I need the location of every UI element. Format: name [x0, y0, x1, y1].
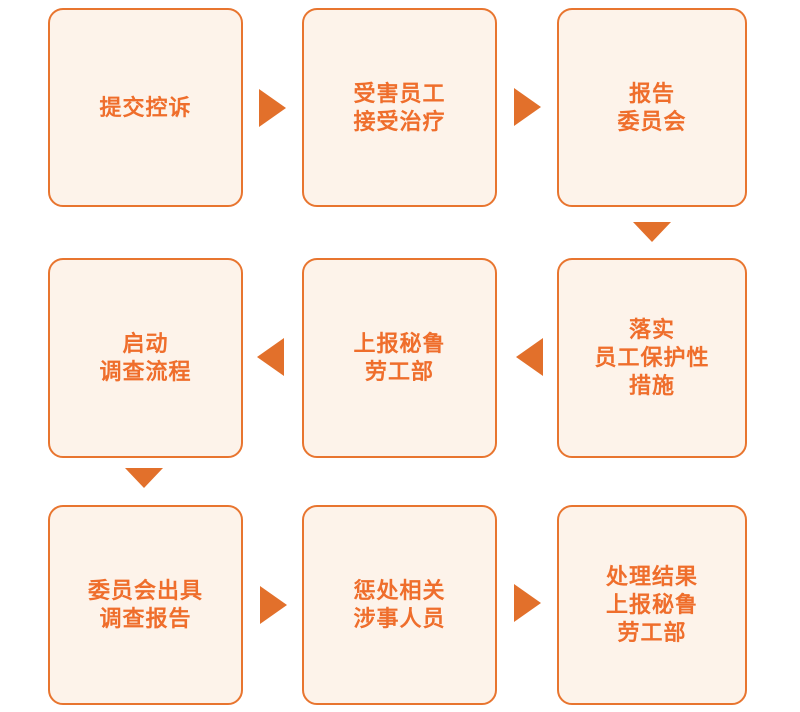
flow-step-label-line: 调查报告 [99, 606, 192, 631]
flow-step-label-line: 受害员工 [353, 80, 446, 106]
flow-step-7-investigation-report: 委员会出具 调查报告 [48, 505, 243, 705]
flow-step-9-results-labor-ministry: 处理结果 上报秘鲁 劳工部 [557, 505, 747, 705]
arrow-left-icon [257, 338, 284, 376]
flow-step-3-report-committee: 报告 委员会 [557, 8, 747, 207]
flow-step-label-line: 委员会 [617, 108, 687, 134]
flow-step-4-protective-measures: 落实 员工保护性 措施 [557, 258, 747, 458]
flow-step-label-line: 惩处相关 [353, 578, 446, 603]
flow-step-5-report-labor-ministry: 上报秘鲁 劳工部 [302, 258, 497, 458]
flow-step-6-start-investigation: 启动 调查流程 [48, 258, 243, 458]
flow-step-label-line: 劳工部 [364, 359, 434, 384]
flow-step-label-line: 接受治疗 [353, 108, 446, 134]
flow-step-label-line: 措施 [628, 373, 675, 398]
flow-step-label-line: 劳工部 [617, 620, 687, 645]
flow-step-label-line: 员工保护性 [594, 345, 710, 370]
flow-step-label-line: 涉事人员 [353, 606, 446, 631]
flow-step-label-line: 启动 [122, 331, 169, 356]
arrow-down-icon [633, 222, 671, 242]
arrow-right-icon [514, 584, 541, 622]
flow-step-8-punish-involved: 惩处相关 涉事人员 [302, 505, 497, 705]
arrow-right-icon [514, 88, 541, 126]
flow-step-2-employee-treatment: 受害员工 接受治疗 [302, 8, 497, 207]
flow-step-label-line: 上报秘鲁 [605, 592, 698, 617]
arrow-right-icon [259, 89, 286, 127]
flow-step-label-line: 上报秘鲁 [353, 331, 446, 356]
flow-step-label-line: 委员会出具 [87, 578, 203, 603]
flow-step-label-line: 处理结果 [605, 564, 698, 589]
flow-step-1-submit-complaint: 提交控诉 [48, 8, 243, 207]
flow-step-label-line: 落实 [628, 317, 675, 342]
arrow-left-icon [516, 338, 543, 376]
flow-step-label-line: 调查流程 [99, 359, 192, 384]
flow-step-label-line: 提交控诉 [99, 94, 192, 120]
arrow-right-icon [260, 586, 287, 624]
arrow-down-icon [125, 468, 163, 488]
flow-step-label-line: 报告 [628, 80, 675, 106]
